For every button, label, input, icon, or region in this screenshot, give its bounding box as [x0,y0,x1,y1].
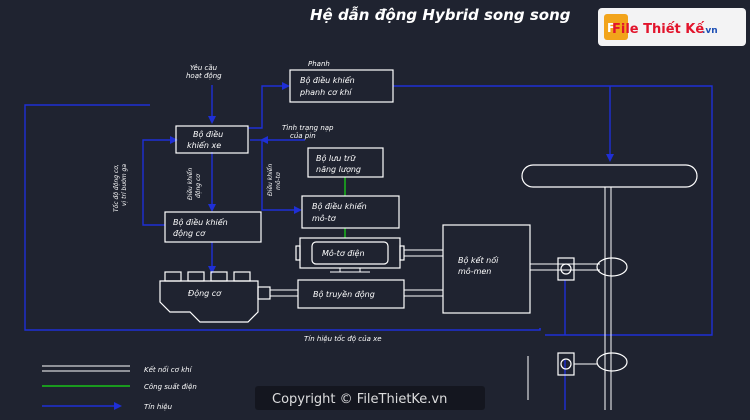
svg-text:Bộ điều khiển: Bộ điều khiển [173,217,228,227]
svg-text:Bộ điều khiển: Bộ điều khiển [300,75,355,85]
svg-text:.vn: .vn [702,26,718,36]
copyright-watermark: Copyright © FileThietKe.vn [255,386,485,410]
battery-label: Tình trạng nạp [282,124,334,132]
svg-text:Bộ kết nối: Bộ kết nối [458,255,499,265]
svg-text:vị trí bướm ga: vị trí bướm ga [121,164,128,206]
brake-label: Phanh [308,60,330,68]
svg-text:F: F [607,21,615,35]
request-label: Yêu cầu [190,64,218,72]
speed-left-label: Tốc độ động cơ, [113,164,120,212]
vehicle-controller-box: Bộ điều khiển xe [175,125,249,154]
svg-text:động cơ: động cơ [195,174,202,198]
svg-text:Bộ điều: Bộ điều [193,129,223,139]
brake-controller-box: Bộ điều khiển phanh cơ khí [289,69,394,103]
legend: Kết nối cơ khí Công suất điện Tín hiệu [42,365,197,411]
drive-axle [521,164,698,410]
svg-text:mô-tơ: mô-tơ [275,172,282,190]
legend-electrical: Công suất điện [144,383,197,391]
svg-text:khiển xe: khiển xe [187,140,221,150]
engine-box: Động cơ [159,271,271,323]
svg-text:mô-men: mô-men [458,266,491,276]
electric-motor-box: Mô-tơ điện [295,237,405,273]
svg-text:mô-tơ: mô-tơ [312,213,337,223]
energy-storage-box: Bộ lưu trữ năng lượng [307,147,384,178]
svg-text:Copyright © FileThietKe.vn: Copyright © FileThietKe.vn [272,392,447,407]
diagram-title: Hệ dẫn động Hybrid song song [310,6,571,24]
motor-signal-label: Điều khiển [267,164,274,196]
motor-controller-box: Bộ điều khiển mô-tơ [301,195,400,229]
speed-bottom-label: Tín hiệu tốc độ của xe [304,335,382,343]
svg-text:File Thiết Kế: File Thiết Kế [612,22,704,37]
engine-controller-box: Bộ điều khiển động cơ [164,211,262,243]
svg-text:năng lượng: năng lượng [316,165,361,174]
svg-text:hoạt động: hoạt động [186,72,222,80]
svg-text:Bộ truyền động: Bộ truyền động [313,289,375,299]
svg-text:phanh cơ khí: phanh cơ khí [299,88,353,97]
svg-text:động cơ: động cơ [173,229,206,238]
svg-text:Mô-tơ điện: Mô-tơ điện [322,248,365,258]
legend-mechanical: Kết nối cơ khí [144,366,193,374]
svg-text:Động cơ: Động cơ [188,289,222,298]
svg-text:của pin: của pin [290,132,316,140]
engine-signal-label: Điều khiển [187,168,194,200]
brand-watermark: F File Thiết Kế .vn [598,8,746,46]
brake-line [393,85,713,336]
transmission-box: Bộ truyền động [297,279,405,309]
legend-signal: Tín hiệu [144,403,173,411]
svg-text:Bộ điều khiển: Bộ điều khiển [312,201,367,211]
svg-text:Bộ lưu trữ: Bộ lưu trữ [316,154,356,163]
torque-coupler-box: Bộ kết nối mô-men [442,224,531,314]
